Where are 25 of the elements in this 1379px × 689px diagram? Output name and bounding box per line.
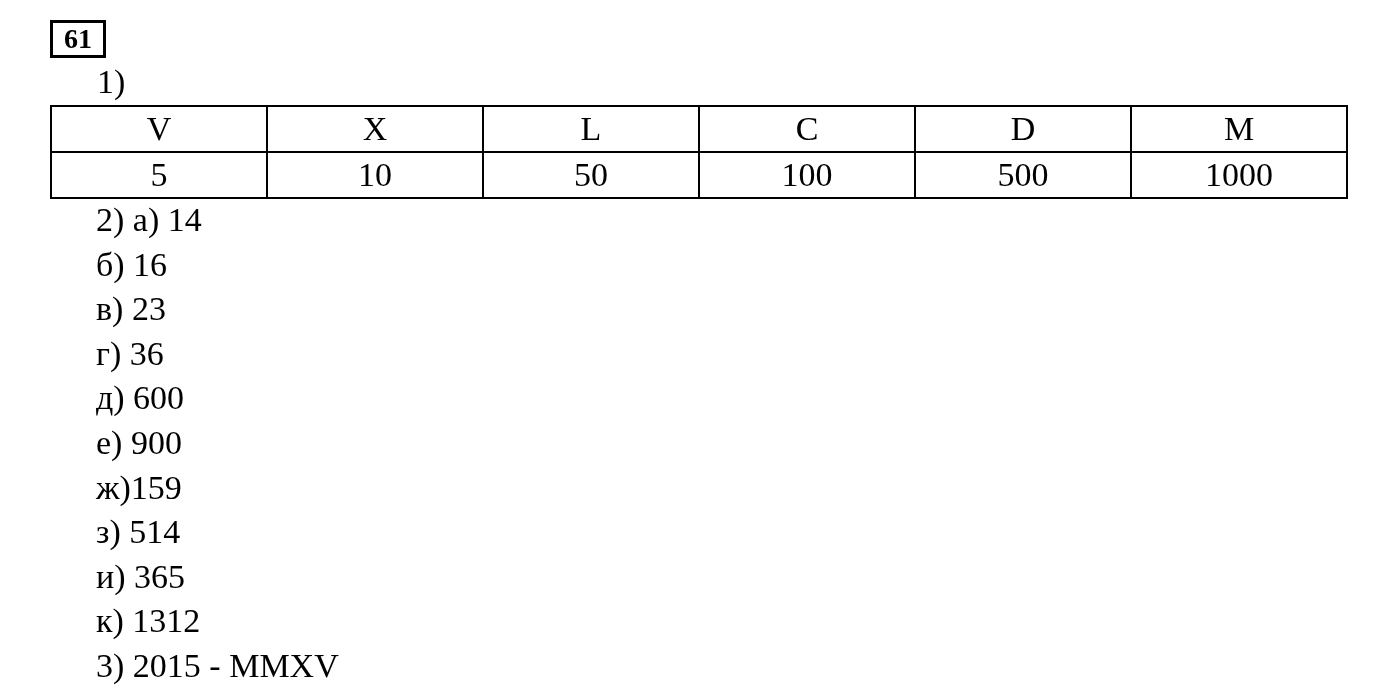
table-cell: M	[1131, 106, 1347, 152]
answer-line: к) 1312	[96, 601, 201, 642]
table-cell: V	[51, 106, 267, 152]
answer-line: д) 600	[96, 378, 185, 419]
table-cell: 5	[51, 152, 267, 198]
table-cell: C	[699, 106, 915, 152]
table-cell: X	[267, 106, 483, 152]
answer-line: з) 514	[96, 512, 181, 553]
answer-line: е) 900	[96, 423, 182, 463]
answer-line: в) 23	[96, 289, 166, 330]
table-cell: L	[483, 106, 699, 152]
answer-line: г) 36	[96, 333, 164, 374]
table-cell: 100	[699, 152, 915, 198]
answer-line: 3) 2015 - MMXV	[96, 646, 339, 686]
answer-line: и) 365	[96, 556, 186, 597]
answer-line: ж)159	[96, 467, 182, 508]
item-number: 1)	[97, 62, 126, 102]
table-cell: 1000	[1131, 152, 1347, 198]
answer-line: 2) а) 14	[96, 200, 202, 240]
answer-line: б) 16	[96, 244, 168, 285]
table-cell: D	[915, 106, 1131, 152]
table-cell: 10	[267, 152, 483, 198]
table-cell: 500	[915, 152, 1131, 198]
table-cell: 50	[483, 152, 699, 198]
number-box: 61	[50, 20, 106, 58]
